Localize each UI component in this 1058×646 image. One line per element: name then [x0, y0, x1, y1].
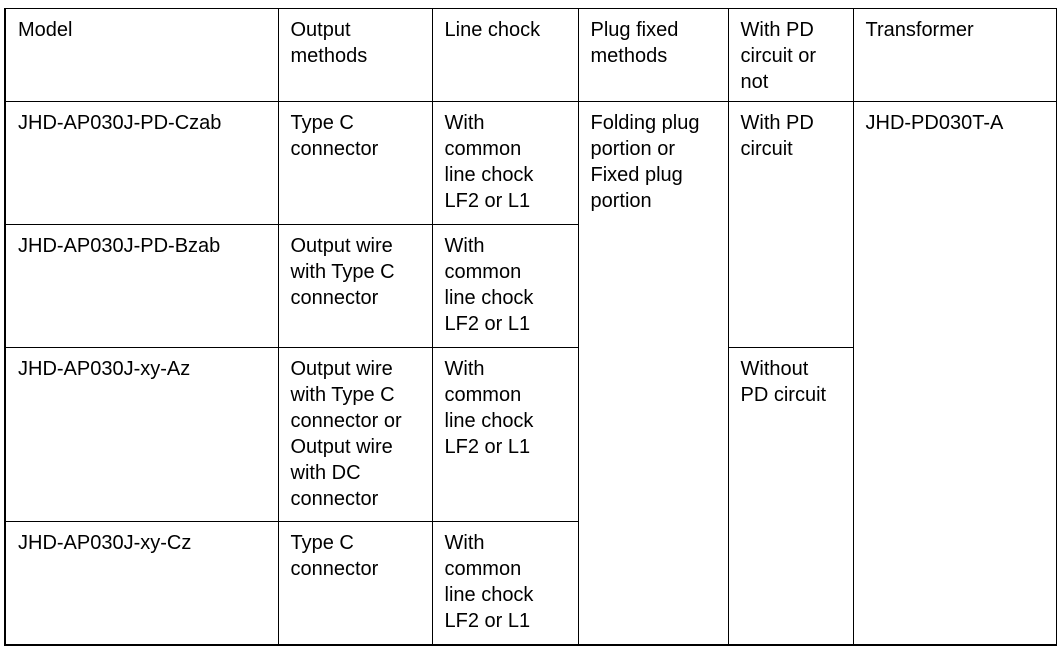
- cell-output-methods-row4: Type C connector: [277, 521, 433, 646]
- table-row: JHD-AP030J-xy-Az Output wire with Type C…: [4, 347, 1056, 646]
- cell-model-row1: JHD-AP030J-PD-Czab: [4, 101, 279, 225]
- table-row: JHD-AP030J-PD-Bzab Output wire with Type…: [4, 224, 1056, 348]
- model-specification-table: Model Output methods Line chock Plug fix…: [4, 8, 1057, 646]
- column-header-plug-fixed-methods: Plug fixed methods: [577, 8, 729, 102]
- cell-output-methods-row1: Type C connector: [277, 101, 433, 225]
- cell-output-methods-row3: Output wire with Type C connector or Out…: [277, 347, 433, 522]
- cell-model-row2: JHD-AP030J-PD-Bzab: [4, 224, 279, 348]
- column-header-with-pd-circuit-or-not: With PD circuit or not: [727, 8, 854, 102]
- column-header-output-methods: Output methods: [277, 8, 433, 102]
- cell-transformer-merged: JHD-PD030T-A: [852, 101, 1057, 646]
- column-header-transformer: Transformer: [852, 8, 1057, 102]
- cell-line-chock-row2: With common line chock LF2 or L1: [431, 224, 579, 348]
- cell-output-methods-row2: Output wire with Type C connector: [277, 224, 433, 348]
- cell-model-row4: JHD-AP030J-xy-Cz: [4, 521, 279, 646]
- table-row: JHD-AP030J-xy-Cz Type C connector With c…: [4, 521, 1056, 646]
- cell-pd-circuit-with-merged: With PD circuit: [727, 101, 854, 348]
- table-header-row: Model Output methods Line chock Plug fix…: [4, 8, 1057, 102]
- cell-line-chock-row3: With common line chock LF2 or L1: [431, 347, 579, 522]
- cell-line-chock-row1: With common line chock LF2 or L1: [431, 101, 579, 225]
- cell-pd-circuit-without-merged: Without PD circuit: [727, 347, 854, 646]
- cell-line-chock-row4: With common line chock LF2 or L1: [431, 521, 579, 646]
- column-header-line-chock: Line chock: [431, 8, 579, 102]
- table-row: JHD-AP030J-PD-Czab Type C connector With…: [4, 101, 1057, 646]
- cell-model-row3: JHD-AP030J-xy-Az: [4, 347, 279, 522]
- cell-plug-fixed-methods-merged: Folding plug portion or Fixed plug porti…: [577, 101, 729, 646]
- column-header-model: Model: [4, 8, 279, 102]
